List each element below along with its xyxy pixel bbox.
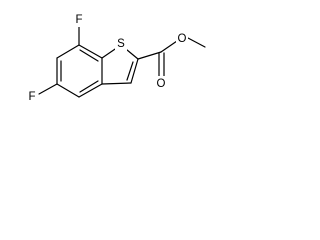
carbonyl-oxygen-label: O: [157, 78, 166, 90]
bond-carbonyl-oester: [160, 40, 178, 53]
atom-labels: F F S O O: [26, 13, 188, 104]
bond-c4-c5: [56, 83, 80, 98]
bond-c2-c3: [130, 58, 139, 84]
sulfur-atom-label: S: [117, 38, 125, 50]
fluorine-atom-label: F: [75, 14, 82, 26]
substituents: [38, 26, 206, 95]
bond-c6-c7: [56, 44, 80, 59]
structure-diagram: F F S O O: [26, 13, 206, 104]
bond-c3a-c4: [78, 83, 103, 98]
bond-c2-carbonyl: [137, 51, 162, 60]
bond-oester-methyl: [187, 37, 206, 48]
bond-c7-c7a: [78, 44, 103, 59]
bond-c3-c3a: [101, 82, 132, 85]
ester-oxygen-label: O: [178, 33, 187, 45]
double-bond-c7-c7a: [79, 49, 99, 62]
bond-c5-f: [38, 83, 58, 95]
benzene-ring: [56, 44, 103, 98]
double-bond-c2-c3: [126, 61, 134, 81]
fluorine-atom-label: F: [28, 91, 35, 103]
double-bond-c3a-c4: [79, 80, 99, 93]
